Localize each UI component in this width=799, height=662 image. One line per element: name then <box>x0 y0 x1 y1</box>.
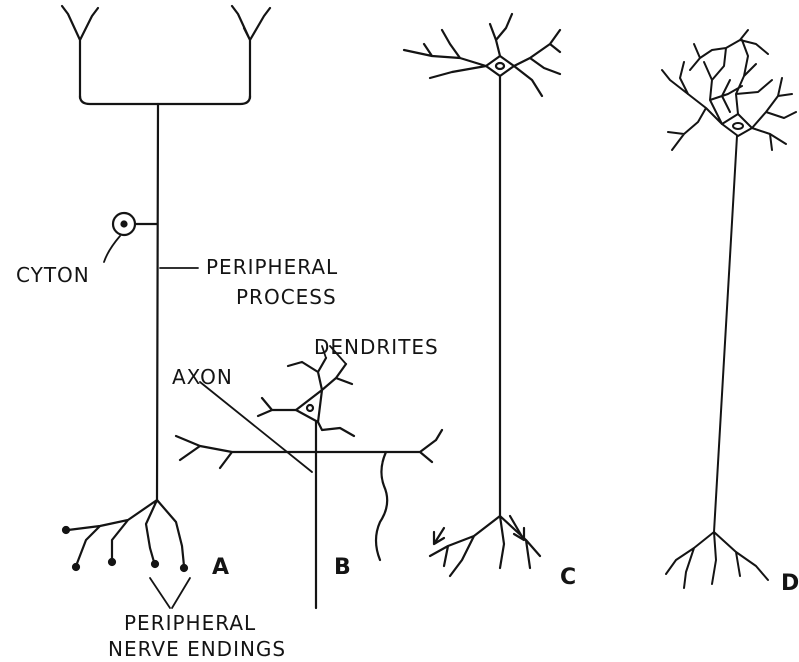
peripheral-nerve-endings-label-line1: PERIPHERAL <box>124 611 256 635</box>
neuron-c <box>404 14 560 576</box>
neuron-b-dendrites <box>258 358 354 436</box>
dendrites-label: DENDRITES <box>314 335 439 359</box>
peripheral-process-label-line1: PERIPHERAL <box>206 255 338 279</box>
panel-label-d: D <box>781 571 799 596</box>
neuron-a-nucleus <box>122 222 127 227</box>
peripheral-process-label-line2: PROCESS <box>236 285 337 309</box>
axon-leader-line <box>200 382 312 472</box>
neuron-a-end-dot <box>63 527 69 533</box>
peripheral-nerve-endings-label-line2: NERVE ENDINGS <box>108 637 286 661</box>
nerve-endings-leader-line <box>150 578 190 608</box>
panel-label-c: C <box>560 565 576 590</box>
cyton-leader-line <box>104 236 120 262</box>
neuron-d-axon <box>714 136 737 532</box>
neuron-a-peripheral-process <box>157 104 158 500</box>
neuron-a-terminal-branches <box>68 500 184 566</box>
neuron-a-end-dot <box>109 559 115 565</box>
neuron-c-terminal-branches <box>430 516 540 576</box>
neuron-d-soma <box>722 114 752 136</box>
panel-label-a: A <box>212 555 229 580</box>
neuron-d <box>662 30 796 588</box>
neuron-c-nucleus <box>496 63 504 69</box>
neuron-b-collateral <box>176 430 442 468</box>
neuron-d-terminal-branches <box>666 532 768 588</box>
cyton-label: CYTON <box>16 263 90 287</box>
neuron-b-wavy-fiber <box>376 452 387 560</box>
neuron-a-receptor-bracket <box>80 96 250 104</box>
neuron-a-end-dot <box>73 564 79 570</box>
neuron-b-nucleus <box>307 405 313 411</box>
neuron-c-soma <box>486 56 514 76</box>
neuron-a-left-receptor <box>62 6 98 98</box>
neuron-c-left-arrow <box>434 528 444 544</box>
neuron-c-dendrites <box>404 14 560 96</box>
neuron-a-end-dot <box>152 561 158 567</box>
axon-label: AXON <box>172 365 233 389</box>
neuron-d-dendritic-tree <box>662 30 796 150</box>
neuron-a-right-receptor <box>232 6 270 98</box>
panel-label-b: B <box>334 555 351 580</box>
neuron-d-nucleus <box>733 123 743 129</box>
neuron-a-end-dot <box>181 565 187 571</box>
